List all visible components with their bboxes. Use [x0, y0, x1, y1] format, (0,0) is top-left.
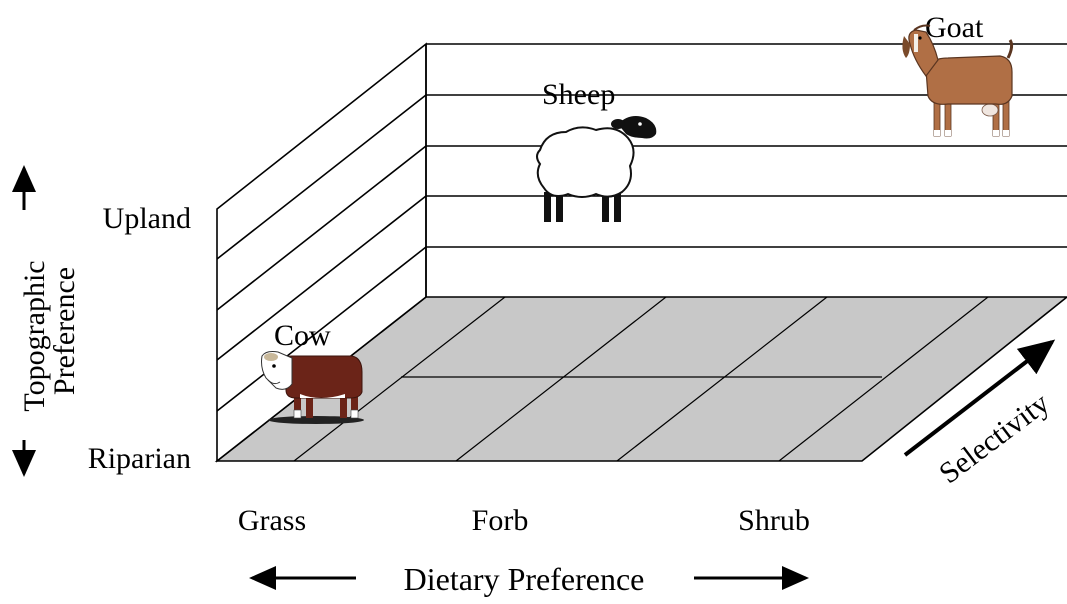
z-axis-arrow [903, 339, 1056, 457]
x-tick-label-grass: Grass [238, 504, 306, 537]
x-axis-label: Dietary Preference [404, 561, 645, 597]
y-axis-label-line-1: Topographic [18, 260, 51, 411]
cow-point: Cow [261, 319, 364, 424]
cow-icon [261, 351, 364, 424]
sheep-icon [536, 116, 657, 222]
floor-gridlines [293, 296, 989, 462]
cow-label: Cow [274, 319, 331, 352]
z-axis-label: Selectivity [933, 387, 1055, 491]
goat-icon [902, 24, 1014, 137]
side-wall-gridlines [216, 94, 427, 412]
y-axis-label-line-2: Preference [48, 267, 81, 395]
x-axis: Grass Forb Shrub Dietary Preference [238, 504, 810, 597]
y-tick-label-riparian: Riparian [88, 442, 191, 475]
goat-point: Goat [902, 11, 1014, 137]
goat-label: Goat [925, 11, 984, 44]
y-tick-label-upland: Upland [103, 202, 191, 235]
sheep-label: Sheep [542, 78, 615, 111]
y-axis: Topographic Preference Upland Riparian [11, 165, 191, 477]
sheep-point: Sheep [536, 78, 657, 222]
x-tick-label-shrub: Shrub [738, 504, 810, 537]
x-tick-label-forb: Forb [472, 504, 529, 537]
back-wall-gridlines [426, 43, 1067, 248]
